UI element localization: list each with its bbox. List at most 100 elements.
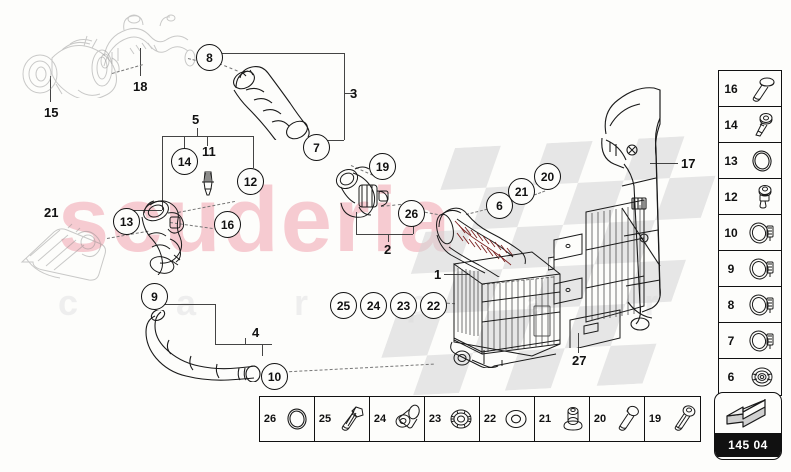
legend-right-row[interactable]: 8 — [719, 287, 781, 323]
part-air-duct-17 — [592, 86, 680, 351]
callout-15: 15 — [44, 105, 59, 120]
callout-18: 18 — [133, 79, 148, 94]
legend-right-number: 13 — [724, 153, 738, 168]
hose-clamp-icon — [743, 328, 781, 354]
callout-21-right[interactable]: 21 — [508, 178, 535, 205]
legend-bottom-number: 20 — [593, 413, 607, 425]
part-throttle-connector-2 — [335, 165, 397, 230]
legend-bottom-cell[interactable]: 25 — [315, 397, 370, 441]
part-elbow-connector-13 — [140, 195, 208, 280]
leader-14-drop — [184, 136, 185, 148]
sensor-plug-icon — [743, 184, 781, 210]
leader-4-left — [215, 304, 216, 344]
legend-right-row[interactable]: 16 — [719, 71, 781, 107]
callout-14[interactable]: 14 — [171, 148, 198, 175]
legend-right-row[interactable]: 6 — [719, 359, 781, 395]
callout-16[interactable]: 16 — [214, 211, 241, 238]
leader-5-stem — [197, 128, 198, 136]
leader-18 — [140, 48, 141, 76]
hose-clamp-icon — [743, 256, 781, 282]
leader-5-left — [162, 136, 163, 210]
legend-bottom-number: 23 — [428, 413, 442, 425]
legend-bottom-number: 21 — [538, 413, 552, 425]
part-charge-air-hose-3 — [232, 62, 318, 150]
legend-right-row[interactable]: 12 — [719, 179, 781, 215]
callout-10[interactable]: 10 — [261, 363, 288, 390]
callout-23[interactable]: 23 — [390, 292, 417, 319]
callout-19[interactable]: 19 — [369, 153, 396, 180]
callout-20[interactable]: 20 — [534, 163, 561, 190]
callout-11: 11 — [202, 144, 216, 159]
legend-bar-bottom: 26 25 24 — [259, 396, 701, 442]
leader-3-tick — [344, 93, 356, 94]
leader-3-right-lower — [344, 93, 345, 140]
o-ring-seal-icon — [743, 148, 781, 174]
legend-bottom-number: 22 — [483, 413, 497, 425]
leader-4-span — [215, 344, 272, 345]
legend-right-row[interactable]: 10 — [719, 215, 781, 251]
legend-bottom-number: 19 — [648, 413, 662, 425]
leader-2-span — [356, 234, 413, 235]
hose-clamp-icon — [743, 292, 781, 318]
grommet-bushing-icon — [743, 364, 781, 390]
legend-right-number: 10 — [724, 225, 738, 240]
legend-table-right: 16 14 13 — [718, 70, 782, 396]
leader-2-left — [356, 212, 357, 234]
knurled-nut-icon — [445, 404, 479, 434]
callout-2: 2 — [384, 242, 392, 257]
washer-icon — [500, 404, 534, 434]
legend-right-number: 9 — [727, 261, 735, 276]
hex-head-bolt-icon — [335, 404, 369, 434]
legend-bottom-cell[interactable]: 26 — [260, 397, 315, 441]
callout-22[interactable]: 22 — [420, 292, 447, 319]
leader-2-stem — [388, 234, 389, 242]
socket-bolt-icon — [610, 404, 644, 434]
legend-bottom-cell[interactable]: 21 — [535, 397, 590, 441]
legend-right-number: 8 — [727, 297, 735, 312]
part-lower-charge-hose-4 — [145, 308, 261, 387]
legend-right-row[interactable]: 14 — [719, 107, 781, 143]
callout-1: 1 — [434, 267, 442, 282]
legend-right-row[interactable]: 9 — [719, 251, 781, 287]
legend-bottom-cell[interactable]: 19 — [645, 397, 700, 441]
legend-bottom-cell[interactable]: 22 — [480, 397, 535, 441]
part-turbocharger-15 — [18, 28, 130, 103]
callout-13[interactable]: 13 — [113, 208, 140, 235]
part-intake-manifold-21 — [18, 222, 110, 289]
diagram-code-text: 145 04 — [715, 433, 781, 457]
diagram-code-badge[interactable]: 145 04 — [714, 392, 782, 460]
callout-25[interactable]: 25 — [330, 292, 357, 319]
legend-bottom-number: 25 — [318, 413, 332, 425]
callout-12[interactable]: 12 — [237, 168, 264, 195]
callout-9[interactable]: 9 — [141, 283, 168, 310]
legend-right-number: 12 — [724, 189, 738, 204]
legend-bottom-cell[interactable]: 20 — [590, 397, 645, 441]
rubber-mount-icon — [555, 404, 589, 434]
callout-8[interactable]: 8 — [196, 44, 223, 71]
callout-27: 27 — [572, 353, 587, 368]
o-ring-seal-icon — [280, 404, 314, 434]
legend-right-number: 7 — [727, 333, 735, 348]
legend-right-row[interactable]: 13 — [719, 143, 781, 179]
leader-15 — [50, 76, 51, 102]
legend-bottom-cell[interactable]: 24 — [370, 397, 425, 441]
callout-5: 5 — [192, 112, 200, 127]
leader-4-right — [262, 344, 263, 356]
legend-right-number: 16 — [724, 81, 738, 96]
callout-24[interactable]: 24 — [360, 292, 387, 319]
flange-bolt-icon — [665, 404, 700, 434]
legend-bottom-number: 24 — [373, 413, 387, 425]
leader-3-bottom — [318, 140, 344, 141]
callout-17: 17 — [681, 156, 696, 171]
legend-right-number: 6 — [727, 370, 735, 384]
leader-4-top — [155, 304, 215, 305]
part-y-intake-pipe-18 — [98, 14, 198, 77]
leader-4-stem — [245, 338, 246, 344]
callout-7[interactable]: 7 — [303, 134, 330, 161]
part-retaining-clip-11 — [199, 170, 217, 201]
legend-right-row[interactable]: 7 — [719, 323, 781, 359]
callout-26[interactable]: 26 — [398, 200, 425, 227]
leader-3-top — [222, 53, 344, 54]
legend-bottom-cell[interactable]: 23 — [425, 397, 480, 441]
